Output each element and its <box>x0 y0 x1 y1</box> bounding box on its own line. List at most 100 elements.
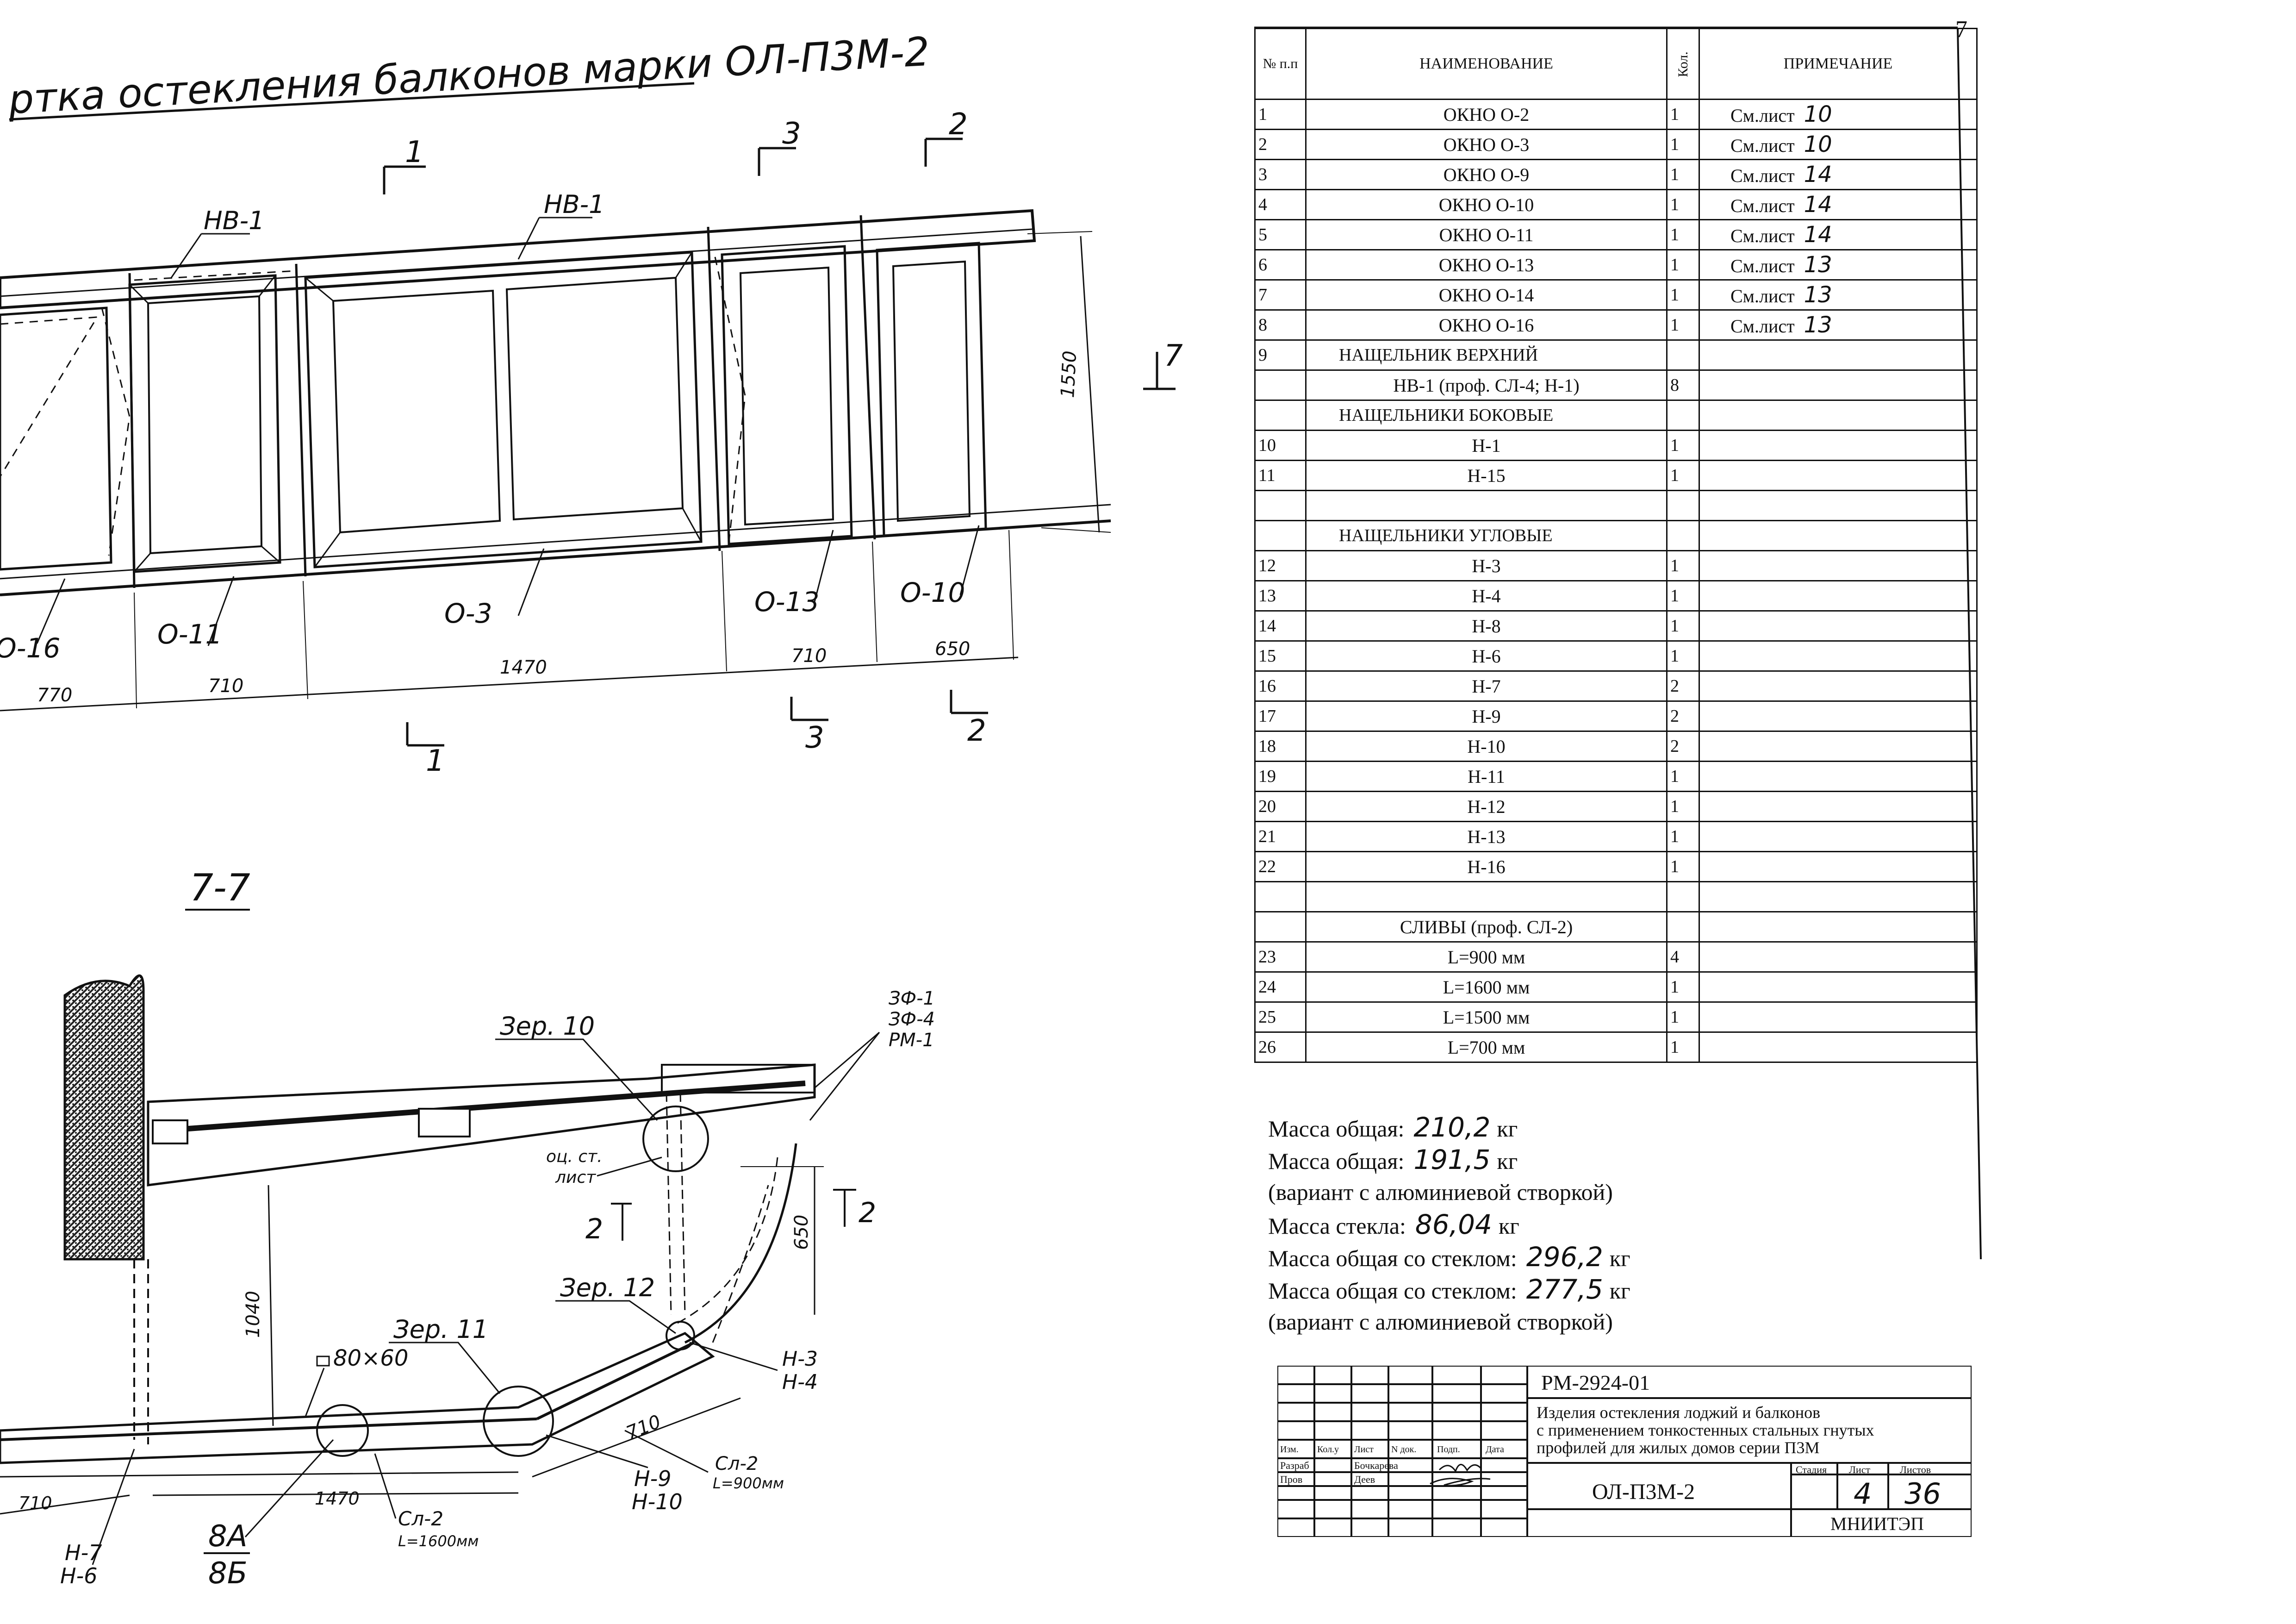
spec-cell-note <box>1699 369 1978 401</box>
spec-note-prefix: См.лист <box>1730 256 1795 276</box>
spec-cell-num: 3 <box>1254 159 1307 190</box>
section-mark-1-bot: 1 <box>426 744 445 778</box>
spec-cell-note <box>1699 400 1978 431</box>
mass-unit: кг <box>1497 1148 1518 1174</box>
spec-note-prefix: См.лист <box>1730 165 1795 186</box>
section-label-zf1: ЗФ-1 <box>889 988 935 1009</box>
section-label-h7: Н-7 <box>65 1540 102 1565</box>
spec-cell-num: 4 <box>1254 189 1307 220</box>
spec-cell-num: 13 <box>1254 580 1307 612</box>
section-mark-3-bot: 3 <box>805 721 824 755</box>
section-mark-1-top: 1 <box>405 135 424 169</box>
spec-note-sheet: 14 <box>1804 192 1832 218</box>
spec-cell-num: 7 <box>1254 279 1307 311</box>
spec-cell-qty: 2 <box>1666 731 1700 762</box>
spec-cell-qty: 1 <box>1666 610 1700 642</box>
spec-cell-qty: 1 <box>1666 159 1700 190</box>
title-block-grid <box>1277 1366 1972 1537</box>
stamp-mark: ОЛ-П3М-2 <box>1592 1480 1695 1504</box>
spec-cell-num: 8 <box>1254 309 1307 341</box>
mass-value: 277,5 <box>1526 1274 1603 1305</box>
spec-cell-num: 1 <box>1254 99 1307 130</box>
section-label-h4: Н-4 <box>782 1370 818 1394</box>
section-mark-3-top: 3 <box>782 117 801 151</box>
spec-note-prefix: См.лист <box>1730 286 1795 306</box>
stamp-prov-name: Деев <box>1354 1474 1375 1485</box>
plan-label-o13: О-13 <box>754 586 819 618</box>
spec-cell-note <box>1699 1031 1978 1063</box>
spec-cell-note <box>1699 821 1978 852</box>
spec-cell-num: 24 <box>1254 971 1307 1003</box>
spec-cell-name: ОКНО О-2 <box>1305 99 1668 130</box>
mass-label: Масса общая: <box>1268 1148 1405 1174</box>
spec-cell-note <box>1699 670 1978 702</box>
signature-prov <box>1430 1478 1491 1487</box>
stamp-razrab-name: Бочкарева <box>1354 1460 1398 1471</box>
spec-row: СЛИВЫ (проф. СЛ-2) <box>1254 911 1978 943</box>
spec-note-sheet: 13 <box>1804 252 1832 278</box>
spec-cell-name: L=1600 мм <box>1305 971 1668 1003</box>
spec-note-sheet: 10 <box>1804 101 1832 127</box>
stamp-title-3: профилей для жилых домов серии П3М <box>1537 1438 1820 1457</box>
section-label-rm1: РМ-1 <box>889 1030 934 1051</box>
spec-cell-name: ОКНО О-16 <box>1305 309 1668 341</box>
section-label-pipe: 80×60 <box>333 1345 408 1371</box>
spec-cell-name: ОКНО О-9 <box>1305 159 1668 190</box>
stamp-razrab: Разраб <box>1280 1460 1309 1471</box>
spec-cell-note <box>1699 460 1978 491</box>
spec-note-sheet: 14 <box>1804 222 1832 248</box>
stamp-col-ndok: N док. <box>1391 1444 1417 1455</box>
section-label-zer10: Зер. 10 <box>500 1012 595 1041</box>
spec-cell-note <box>1699 881 1978 912</box>
plan-label-o10: О-10 <box>900 577 965 608</box>
spec-cell-note <box>1699 731 1978 762</box>
section-dim-1470: 1470 <box>315 1488 360 1509</box>
spec-header-row: № п.п НАИМЕНОВАНИЕ Кол. ПРИМЕЧАНИЕ <box>1254 28 1978 100</box>
spec-cell-name: Н-9 <box>1305 700 1668 732</box>
spec-row <box>1254 881 1978 912</box>
spec-cell-name <box>1305 490 1668 521</box>
spec-cell-qty: 1 <box>1666 791 1700 822</box>
section-label-8a: 8А <box>208 1519 248 1554</box>
section-label-sl2a: Сл-2 <box>715 1453 758 1474</box>
plan-label-o3: О-3 <box>444 598 492 629</box>
spec-cell-name: ОКНО О-14 <box>1305 279 1668 311</box>
plan-dim-650: 650 <box>935 638 970 660</box>
stamp-title-2: с применением тонкостенных стальных гнут… <box>1537 1421 1874 1439</box>
spec-cell-name: ОКНО О-11 <box>1305 219 1668 250</box>
section-label-zf4: ЗФ-4 <box>889 1009 935 1030</box>
spec-cell-num: 22 <box>1254 851 1307 882</box>
spec-cell-name: Н-12 <box>1305 791 1668 822</box>
spec-cell-qty <box>1666 490 1700 521</box>
stamp-col-podp: Подп. <box>1437 1444 1460 1455</box>
mass-unit: кг <box>1609 1245 1630 1271</box>
spec-note-prefix: См.лист <box>1730 225 1795 246</box>
section-label-och-st-2: лист <box>555 1168 596 1187</box>
stamp-stadia: Стадия <box>1796 1464 1827 1475</box>
spec-row: НАЩЕЛЬНИКИ БОКОВЫЕ <box>1254 400 1978 431</box>
spec-cell-note: См.лист 13 <box>1699 249 1978 281</box>
mass-value: 296,2 <box>1526 1241 1603 1273</box>
spec-cell-name: НАЩЕЛЬНИКИ БОКОВЫЕ <box>1305 400 1668 431</box>
spec-cell-note <box>1699 971 1978 1003</box>
mass-unit: кг <box>1497 1116 1518 1142</box>
spec-cell-name: Н-11 <box>1305 761 1668 792</box>
spec-cell-qty: 8 <box>1666 369 1700 401</box>
stamp-list: Лист <box>1849 1464 1871 1475</box>
spec-cell-note <box>1699 640 1978 672</box>
